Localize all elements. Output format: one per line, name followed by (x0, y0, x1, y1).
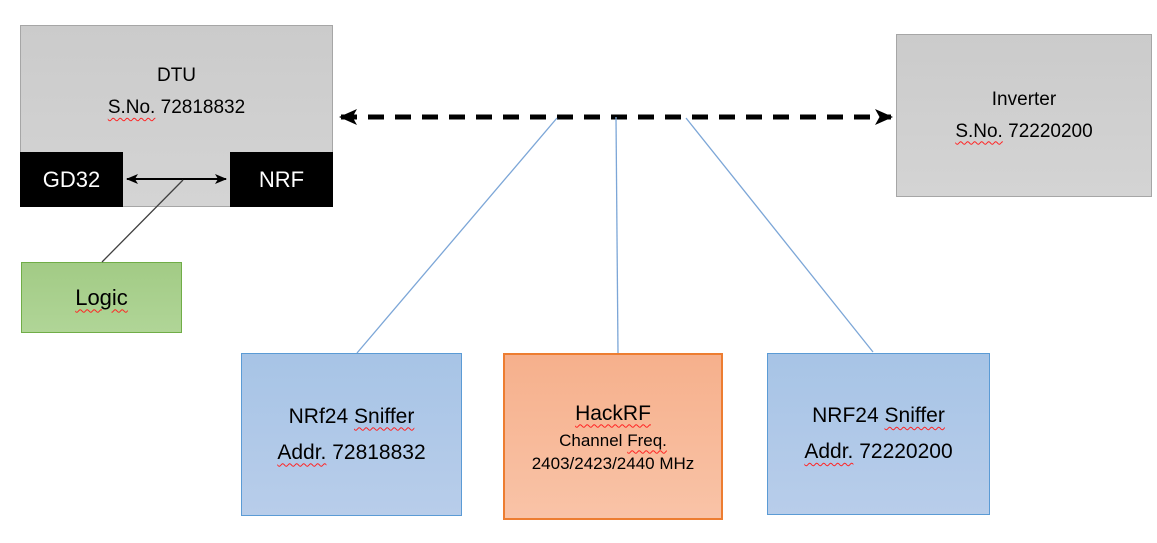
inverter-box: Inverter S.No. 72220200 (896, 34, 1152, 197)
logic-label: Logic (75, 284, 128, 310)
dtu-serial: S.No. 72818832 (108, 92, 245, 124)
sniffer-left-addr-label: Addr. (277, 440, 327, 464)
sniffer-right-addr-label: Addr. (804, 440, 854, 463)
hackrf-channel-word: Freq. (627, 430, 667, 450)
hackrf-connector-line (615, 116, 619, 354)
hackrf-title-text: HackRF (575, 401, 651, 425)
gd32-label: GD32 (42, 166, 101, 192)
nrf-label: NRF (258, 166, 305, 192)
nrf24-sniffer-right-box: NRF24 Sniffer Addr. 72220200 (767, 353, 990, 515)
sniffer-right-connector-line (685, 117, 874, 353)
hackrf-title: HackRF (575, 399, 651, 429)
dtu-serial-number: 72818832 (160, 97, 246, 118)
inverter-serial: S.No. 72220200 (955, 116, 1092, 148)
logic-box: Logic (21, 262, 182, 333)
gd32-chip: GD32 (20, 152, 123, 207)
inverter-serial-number: 72220200 (1008, 120, 1093, 142)
sniffer-left-address: Addr. 72818832 (277, 435, 425, 471)
sniffer-right-address: Addr. 72220200 (804, 434, 952, 470)
hackrf-frequencies: 2403/2423/2440 MHz (531, 453, 695, 473)
sniffer-right-title: NRF24 Sniffer (812, 398, 945, 434)
sniffer-left-connector-line (356, 117, 558, 354)
sniffer-left-title: NRf24 Sniffer (289, 399, 415, 435)
sniffer-left-title-prefix: NRf24 (288, 404, 349, 428)
sniffer-left-addr-value: 72818832 (332, 440, 426, 464)
sniffer-right-title-word: Sniffer (884, 404, 945, 427)
hackrf-channel-line: Channel Freq. (559, 429, 667, 452)
hackrf-box: HackRF Channel Freq. 2403/2423/2440 MHz (503, 353, 723, 520)
dtu-title: DTU (156, 65, 197, 86)
inverter-serial-label: S.No. (955, 120, 1003, 142)
inverter-title: Inverter (991, 88, 1057, 110)
nrf24-sniffer-left-box: NRf24 Sniffer Addr. 72818832 (241, 353, 462, 516)
sniffer-right-title-prefix: NRF24 (812, 404, 879, 427)
nrf-chip: NRF (230, 152, 333, 207)
sniffer-right-addr-value: 72220200 (859, 440, 953, 463)
hackrf-channel-prefix: Channel (559, 430, 623, 450)
sniffer-left-title-word: Sniffer (354, 404, 415, 428)
dtu-serial-label: S.No. (107, 97, 156, 118)
